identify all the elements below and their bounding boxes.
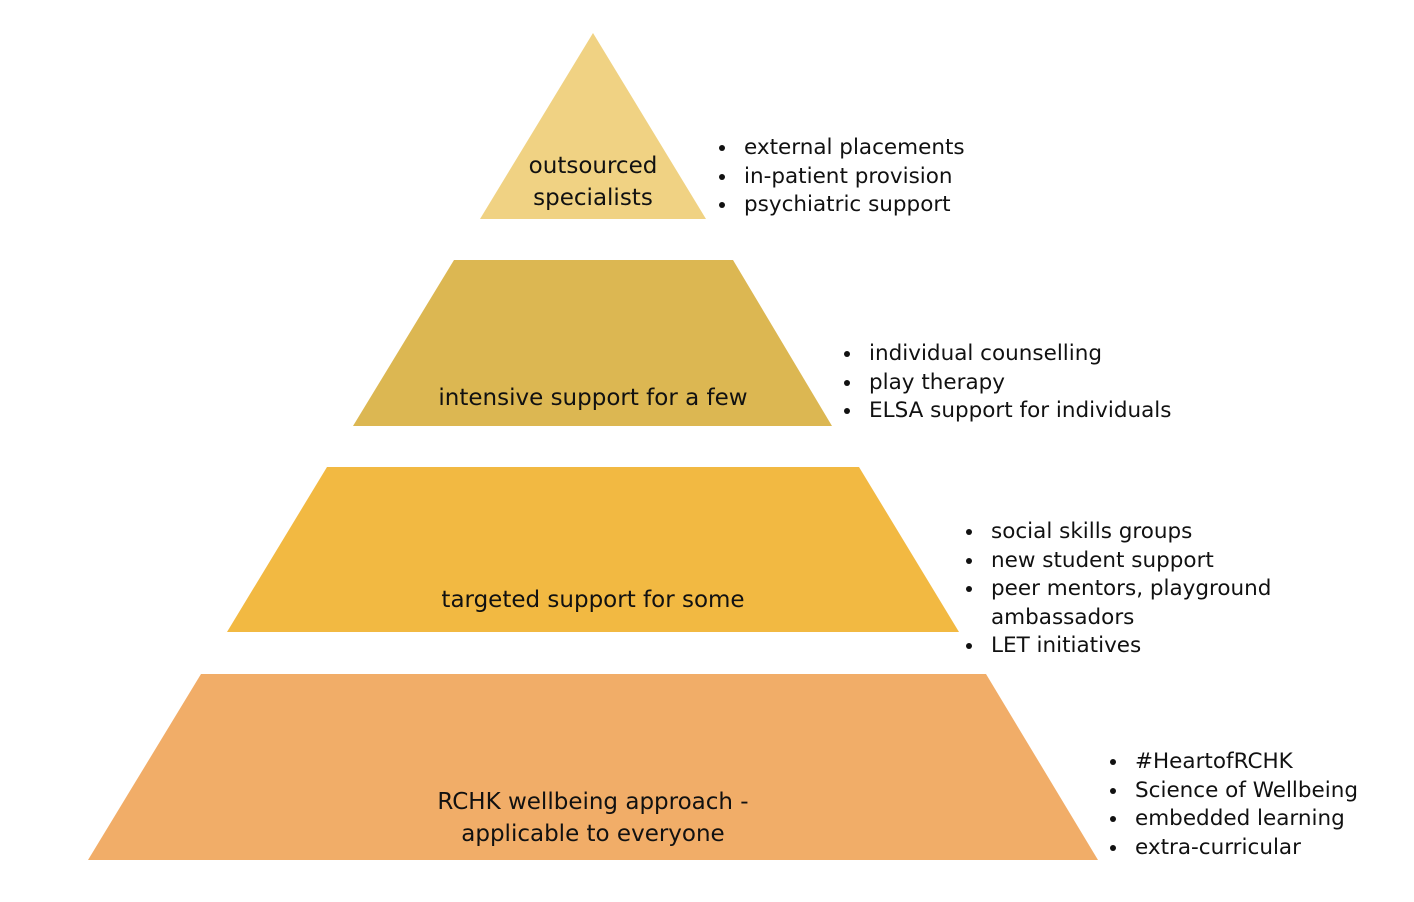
list-item: play therapy xyxy=(863,369,1171,398)
tier-1-shape xyxy=(480,33,706,219)
list-item: #HeartofRCHK xyxy=(1129,748,1358,777)
list-item: psychiatric support xyxy=(738,191,965,220)
tier-3-label-line: targeted support for some xyxy=(441,587,745,613)
tier-1-label: outsourced specialists xyxy=(343,150,843,214)
tier-4-label-line: RCHK wellbeing approach - xyxy=(437,789,749,815)
list-item: new student support xyxy=(985,547,1414,576)
tier-1-label-line: outsourced xyxy=(528,153,658,179)
tier-2-label-line: intensive support for a few xyxy=(438,385,748,411)
tier-2-label: intensive support for a few xyxy=(343,382,843,414)
tier-4-shape xyxy=(88,674,1098,860)
list-item: extra-curricular xyxy=(1129,834,1358,863)
list-item: in-patient provision xyxy=(738,163,965,192)
list-item: peer mentors, playground ambassadors xyxy=(985,575,1414,632)
list-item: social skills groups xyxy=(985,518,1414,547)
tier-4-label-line: applicable to everyone xyxy=(461,821,725,847)
tier-3-label: targeted support for some xyxy=(343,584,843,616)
tier-4-list: #HeartofRCHK Science of Wellbeing embedd… xyxy=(1099,748,1358,862)
tier-2-shape xyxy=(353,260,832,426)
list-item: embedded learning xyxy=(1129,805,1358,834)
list-item: LET initiatives xyxy=(985,632,1414,661)
tier-3-shape xyxy=(227,467,959,632)
tier-3-list: social skills groups new student support… xyxy=(955,518,1414,661)
tier-2-list: individual counselling play therapy ELSA… xyxy=(833,340,1171,426)
list-item: ELSA support for individuals xyxy=(863,397,1171,426)
list-item: individual counselling xyxy=(863,340,1171,369)
list-item: Science of Wellbeing xyxy=(1129,777,1358,806)
tier-1-label-line: specialists xyxy=(533,185,653,211)
tier-1-list: external placements in-patient provision… xyxy=(708,134,965,220)
list-item: external placements xyxy=(738,134,965,163)
tier-4-label: RCHK wellbeing approach - applicable to … xyxy=(343,786,843,850)
